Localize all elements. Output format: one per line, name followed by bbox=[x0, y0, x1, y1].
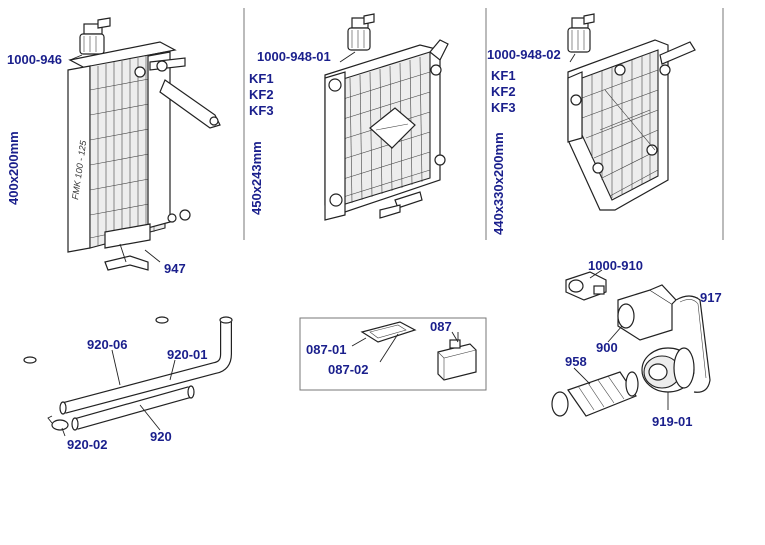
label-920: 920 bbox=[150, 429, 172, 444]
leader-1000-946 bbox=[69, 54, 83, 61]
leader-087-02 bbox=[379, 333, 399, 363]
hoses-920 bbox=[23, 316, 233, 431]
label-920-01: 920-01 bbox=[167, 347, 207, 362]
leader-1000-948-01 bbox=[339, 51, 356, 63]
label-087-01: 087-01 bbox=[306, 342, 346, 357]
leader-917 bbox=[689, 295, 699, 299]
leader-920-02 bbox=[61, 427, 66, 437]
label-kf1-mid: KF1 bbox=[249, 71, 274, 86]
label-900: 900 bbox=[596, 340, 618, 355]
label-920-02: 920-02 bbox=[67, 437, 107, 452]
label-1000-948-02: 1000-948-02 bbox=[487, 47, 561, 62]
label-919-01: 919-01 bbox=[652, 414, 692, 429]
label-1000-948-01: 1000-948-01 bbox=[257, 49, 331, 64]
label-kf1-right: KF1 bbox=[491, 68, 516, 83]
dimension-mid: 450x243mm bbox=[249, 141, 264, 215]
label-917: 917 bbox=[700, 290, 722, 305]
dimension-right: 440x330x200mm bbox=[491, 132, 506, 235]
label-kf2-mid: KF2 bbox=[249, 87, 274, 102]
label-947: 947 bbox=[164, 261, 186, 276]
label-kf2-right: KF2 bbox=[491, 84, 516, 99]
frame-sensor-box bbox=[299, 317, 487, 391]
leader-1000-948-02 bbox=[569, 53, 576, 63]
leader-920 bbox=[139, 404, 161, 431]
leader-947 bbox=[144, 249, 161, 263]
radiator-1000-948-02 bbox=[567, 13, 696, 211]
label-920-06: 920-06 bbox=[87, 337, 127, 352]
leader-920-01 bbox=[169, 359, 176, 381]
leader-920-06 bbox=[111, 349, 121, 386]
radiator-1000-946: FMK 100 - 125 bbox=[67, 17, 221, 271]
temperature-sensor-087 bbox=[360, 321, 477, 381]
label-958: 958 bbox=[565, 354, 587, 369]
water-pump-group bbox=[551, 271, 711, 417]
leader-900 bbox=[607, 325, 623, 343]
label-kf3-right: KF3 bbox=[491, 100, 516, 115]
label-087-02: 087-02 bbox=[328, 362, 368, 377]
dimension-left: 400x200mm bbox=[6, 131, 21, 205]
label-1000-946: 1000-946 bbox=[7, 52, 62, 67]
label-kf3-mid: KF3 bbox=[249, 103, 274, 118]
leader-1000-910 bbox=[589, 269, 603, 279]
leader-087-01 bbox=[351, 337, 367, 347]
radiator-1000-948-01 bbox=[324, 13, 449, 221]
label-1000-910: 1000-910 bbox=[588, 258, 643, 273]
leader-958 bbox=[573, 367, 591, 385]
label-087: 087 bbox=[430, 319, 452, 334]
leader-087 bbox=[451, 331, 459, 343]
